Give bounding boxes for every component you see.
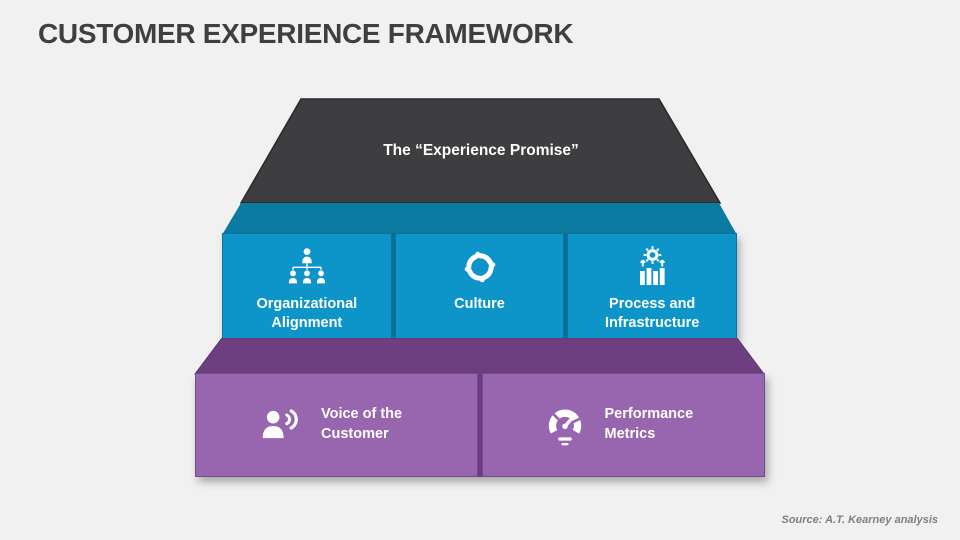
culture-label: Culture	[454, 296, 505, 312]
slide-title: CUSTOMER EXPERIENCE FRAMEWORK	[38, 18, 574, 49]
experience-promise-trapezoid	[240, 98, 722, 204]
middle-tier-top-face	[222, 203, 737, 235]
source-note: Source: A.T. Kearney analysis	[781, 514, 938, 526]
performance-gauge-icon	[541, 401, 589, 449]
box-performance-metrics: Performance Metrics	[482, 373, 765, 477]
voice-of-customer-label: Voice of the Customer	[321, 406, 403, 442]
box-process-infrastructure: Process and Infrastructure	[567, 233, 738, 340]
process-infrastructure-label: Process and Infrastructure	[605, 296, 700, 331]
organizational-alignment-label: Organizational Alignment	[256, 296, 358, 331]
customer-voice-icon	[257, 401, 305, 449]
box-voice-of-customer: Voice of the Customer	[195, 373, 478, 477]
process-gear-chart-icon	[630, 242, 674, 292]
box-organizational-alignment: Organizational Alignment	[222, 233, 392, 340]
middle-tier-row: Organizational Alignment	[222, 233, 738, 340]
culture-swirl-icon	[458, 242, 502, 292]
org-chart-icon	[283, 242, 331, 292]
bottom-tier-top-face	[194, 338, 765, 375]
performance-metrics-label: Performance Metrics	[604, 406, 694, 442]
box-culture: Culture	[394, 233, 565, 340]
tier-experience-promise: The “Experience Promise”	[240, 98, 722, 204]
experience-promise-label: The “Experience Promise”	[383, 142, 579, 159]
bottom-tier-row: Voice of the Customer Performance Metric…	[195, 373, 765, 477]
